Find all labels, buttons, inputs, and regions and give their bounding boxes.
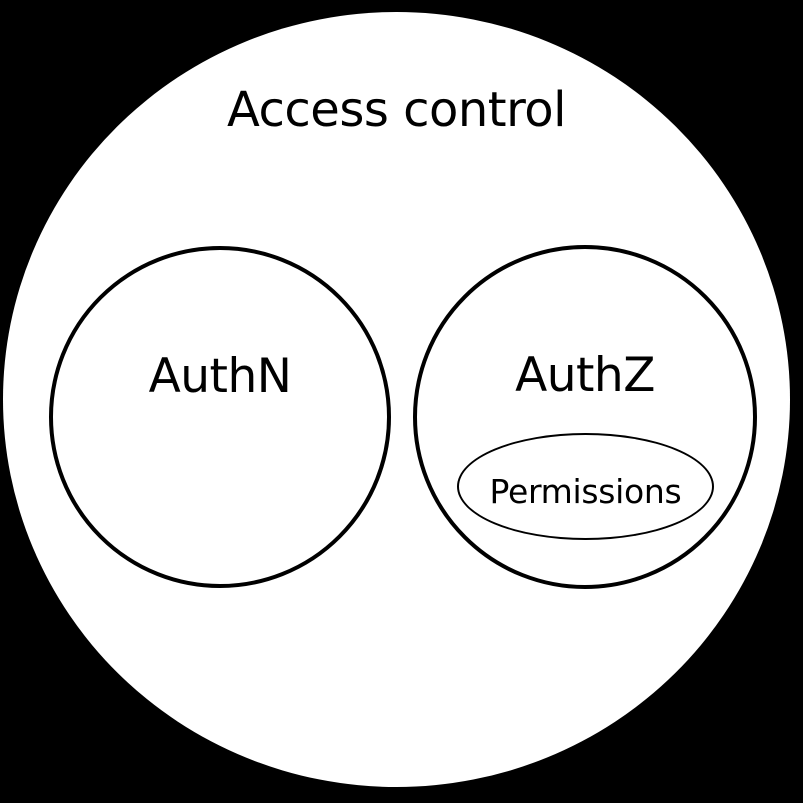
permissions-set-ellipse (457, 433, 714, 540)
access-control-label: Access control (227, 82, 566, 138)
authz-label: AuthZ (515, 348, 655, 403)
authn-label: AuthN (148, 349, 292, 404)
authn-set-circle (49, 246, 391, 588)
permissions-label: Permissions (489, 472, 682, 511)
